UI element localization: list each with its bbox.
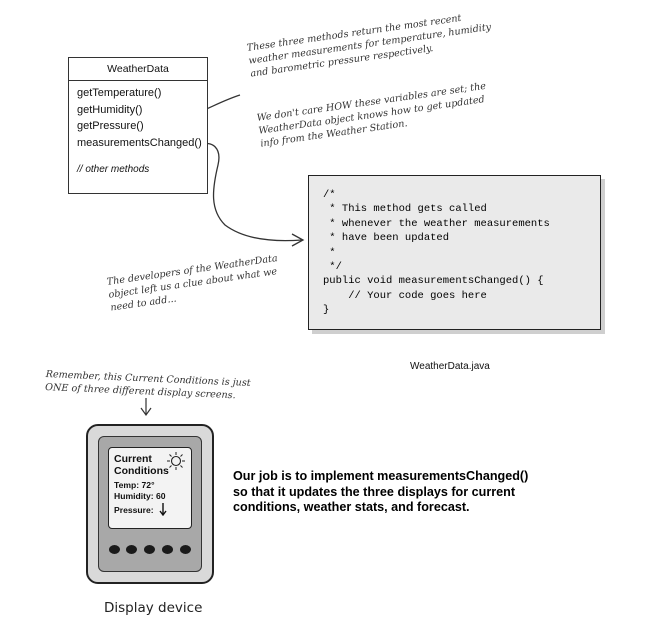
class-methods: getTemperature() getHumidity() getPressu…	[69, 81, 207, 179]
code-line: * have been updated	[323, 232, 450, 245]
code-line: * This method gets called	[323, 203, 487, 216]
code-panel: /* * This method gets called * whenever …	[308, 175, 601, 330]
screen-pressure: Pressure:	[114, 502, 186, 517]
job-line: Our job is to implement measurementsChan…	[233, 469, 529, 483]
method-to-code-arrow	[199, 142, 303, 242]
method-measurements-changed: measurementsChanged()	[77, 136, 202, 149]
screen-title-current: Current	[114, 453, 152, 465]
device-caption: Display device	[104, 600, 203, 616]
job-line: conditions, weather stats, and forecast.	[233, 500, 470, 514]
remember-arrow	[140, 398, 152, 417]
code-line: /*	[323, 189, 336, 201]
device-button	[162, 545, 173, 554]
code-line: *	[323, 246, 336, 259]
pressure-label: Pressure:	[114, 505, 154, 515]
device-button	[144, 545, 155, 554]
arrowhead	[291, 233, 305, 247]
code-line: // Your code goes here	[323, 289, 487, 302]
job-line: so that it updates the three displays fo…	[233, 484, 516, 499]
screen-humidity: Humidity: 60	[114, 491, 166, 501]
display-device: Current Conditions Temp: 72° Humidity: 6…	[86, 424, 214, 584]
method-get-temperature: getTemperature()	[77, 87, 162, 99]
device-button	[126, 545, 137, 554]
code-caption: WeatherData.java	[410, 361, 490, 372]
weatherdata-class-box: WeatherData getTemperature() getHumidity…	[68, 57, 208, 194]
code-line: public void measurementsChanged() {	[323, 275, 544, 288]
other-methods: // other methods	[77, 164, 150, 175]
screen-title-conditions: Conditions	[114, 465, 169, 477]
method-get-pressure: getPressure()	[77, 120, 144, 132]
device-button	[180, 545, 191, 554]
sun-icon	[167, 452, 185, 470]
device-screen: Current Conditions Temp: 72° Humidity: 6…	[108, 447, 192, 529]
code-line: }	[323, 304, 330, 317]
down-arrow-icon	[159, 503, 167, 517]
code-block: /* * This method gets called * whenever …	[323, 188, 600, 318]
method-get-humidity: getHumidity()	[77, 103, 143, 116]
code-line: * whenever the weather measurements	[323, 217, 550, 230]
job-statement: Our job is to implement measurementsChan…	[233, 469, 528, 516]
screen-temp: Temp: 72°	[114, 480, 155, 490]
device-button	[109, 545, 120, 554]
device-face: Current Conditions Temp: 72° Humidity: 6…	[98, 436, 202, 572]
code-line: */	[323, 261, 342, 274]
class-name: WeatherData	[69, 58, 207, 81]
